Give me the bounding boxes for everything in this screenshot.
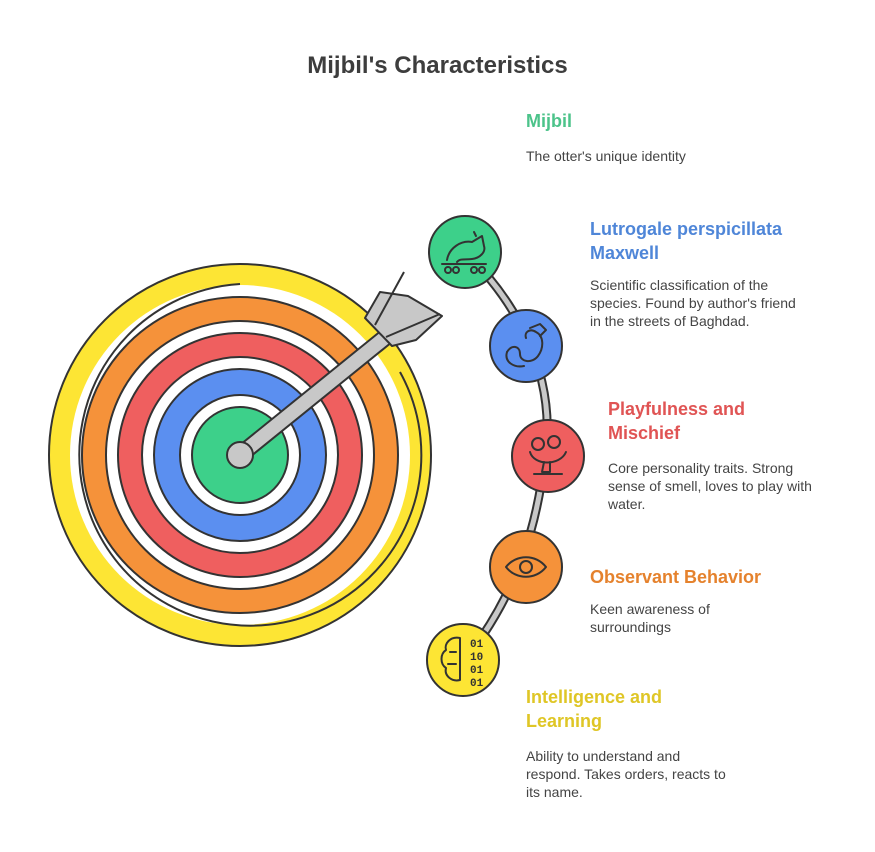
arrow-fletching [364, 291, 443, 347]
node-snake [489, 309, 563, 383]
item-desc-playfulness: Core personality traits. Strong sense of… [608, 460, 812, 512]
svg-text:10: 10 [470, 652, 483, 664]
item-desc-classification: Scientific classification of the species… [590, 277, 796, 329]
item-desc-intelligence: Ability to understand and respond. Takes… [526, 748, 726, 800]
otter-icon [441, 231, 487, 274]
item-title-mijbil: Mijbil [526, 111, 572, 131]
page-title: Mijbil's Characteristics [307, 52, 568, 79]
svg-text:01: 01 [470, 665, 484, 677]
item-title-classification: Lutrogale perspicillata Maxwell [590, 219, 783, 263]
snake-icon [505, 323, 547, 368]
svg-text:01: 01 [470, 639, 484, 651]
node-eye [489, 530, 563, 604]
node-otter [428, 215, 502, 289]
item-title-observant: Observant Behavior [590, 567, 762, 587]
node-brain: 01 10 01 01 [426, 623, 500, 697]
arrow-tip [226, 441, 254, 469]
node-playful [511, 419, 585, 493]
item-desc-mijbil: The otter's unique identity [526, 148, 686, 164]
item-title-playfulness: Playfulness and Mischief [608, 399, 746, 443]
brain-binary-icon [440, 636, 461, 682]
svg-text:01: 01 [470, 678, 484, 690]
item-desc-observant: Keen awareness of surroundings [590, 601, 710, 635]
playful-face-icon [529, 435, 567, 475]
arrow [226, 271, 443, 469]
eye-icon [505, 556, 547, 578]
item-title-intelligence: Intelligence and Learning [526, 687, 663, 731]
